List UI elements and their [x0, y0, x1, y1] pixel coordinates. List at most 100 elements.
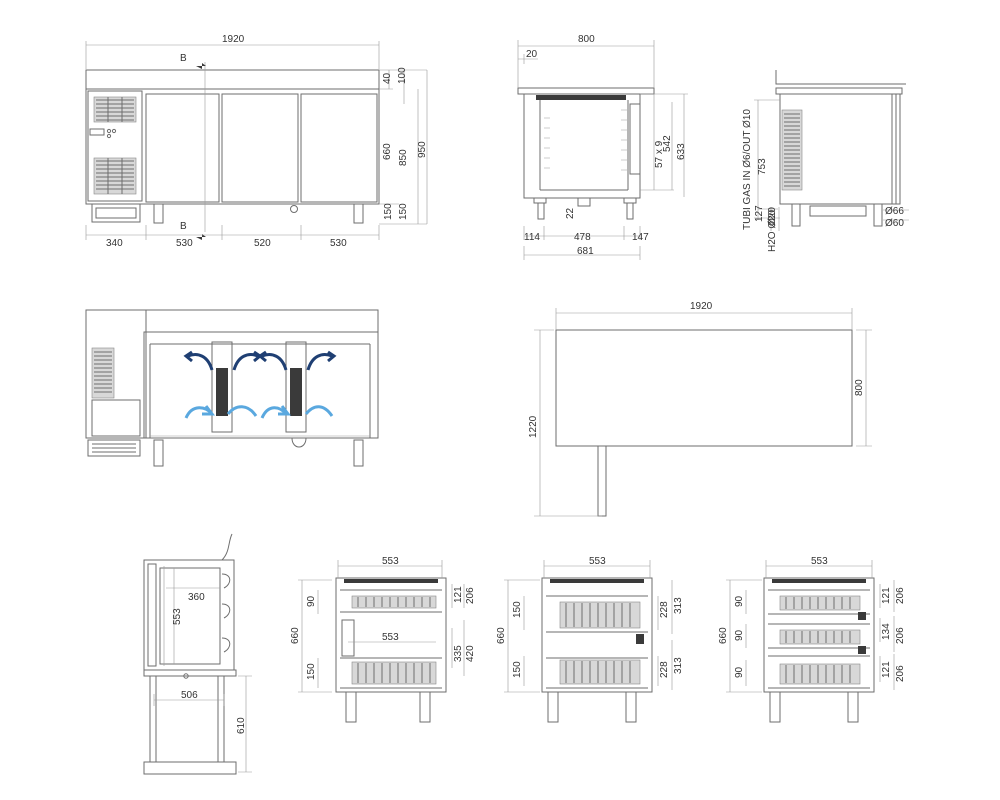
dim-340: 340	[106, 238, 123, 249]
front-ventilation-grille-upper	[93, 96, 137, 123]
compressor-drawer	[91, 203, 141, 223]
dim-127: 127	[754, 205, 765, 222]
dim-57x9: 57 x 9	[654, 140, 665, 168]
dim-s2-150b: 150	[512, 661, 523, 678]
water-dia: Ø20	[767, 207, 778, 226]
cold-air-return-arrows	[184, 405, 334, 419]
plan-view: 1920 800 1220	[528, 301, 872, 517]
dim-s3-206c: 206	[895, 665, 906, 682]
gas-pipes-note: TUBI GAS IN Ø6/OUT Ø10	[742, 109, 753, 230]
water-note: H2O Ø20	[767, 209, 778, 252]
dim-s3-90a: 90	[734, 595, 745, 607]
dim-s2-313a: 313	[673, 597, 684, 614]
dim-plan-width: 1920	[690, 301, 713, 312]
evaporator	[550, 579, 644, 583]
dim-s1-206: 206	[465, 587, 476, 604]
dim-s1-335: 335	[453, 645, 464, 662]
leg	[537, 202, 545, 220]
rear-piping-view: 753 TUBI GAS IN Ø6/OUT Ø10 127 H2O Ø20 Ø…	[742, 70, 909, 252]
dim-s2-150a: 150	[512, 601, 523, 618]
leg	[791, 203, 801, 227]
leg	[625, 691, 637, 723]
dim-s3-90b: 90	[734, 629, 745, 641]
door-1	[145, 93, 220, 203]
leg	[547, 691, 559, 723]
dim-s3-134: 134	[881, 623, 892, 640]
cold-air-supply-arrows	[183, 350, 337, 371]
front-elevation-view: B B 1920 340 530 520 530 40 100 660 850 …	[85, 34, 428, 249]
drawer-basket-upper	[559, 601, 641, 629]
dim-plan-depth: 800	[854, 379, 865, 396]
drawer-basket-top	[779, 595, 861, 611]
section-mark-top: B	[180, 53, 187, 64]
drawer-basket-lower	[351, 661, 437, 685]
dim-s2-228b: 228	[659, 661, 670, 678]
leg	[353, 439, 364, 467]
leg	[626, 202, 634, 220]
drawer-section-3: 553 660 90 90 90 121 206 134 206 121 206	[718, 556, 906, 723]
dim-s2-660: 660	[496, 627, 507, 644]
dim-side-offset: 20	[526, 49, 538, 60]
dim-s3-top-w: 553	[811, 556, 828, 567]
leg	[353, 203, 364, 224]
dim-base-w: 506	[181, 690, 198, 701]
dim-s3-90c: 90	[734, 666, 745, 678]
dim-s1-mid-w: 553	[382, 632, 399, 643]
leg	[153, 203, 164, 224]
dim-leg-22: 22	[565, 207, 576, 219]
dim-850: 850	[398, 149, 409, 166]
dim-front-width: 1920	[222, 34, 245, 45]
drawer-basket-upper	[351, 595, 437, 609]
evaporator	[536, 95, 626, 100]
dim-s1-90: 90	[306, 595, 317, 607]
dim-950: 950	[417, 141, 428, 158]
leg	[153, 439, 164, 467]
dim-542: 542	[662, 135, 673, 152]
dim-753: 753	[757, 158, 768, 175]
evaporator	[772, 579, 866, 583]
dim-150: 150	[383, 203, 394, 220]
dim-633: 633	[676, 143, 687, 160]
drawer-section-2: 553 660 150 150 228 313 228 313	[496, 556, 684, 723]
leg	[847, 691, 859, 723]
side-section-view: 800 20 57 x 9 542 633 22 114 478 147 681	[517, 34, 688, 260]
leg	[769, 691, 781, 723]
dim-40: 40	[382, 72, 393, 84]
rear-ventilation-grille	[781, 109, 803, 191]
control-display	[89, 128, 105, 136]
dim-s3-206b: 206	[895, 627, 906, 644]
leg	[873, 203, 883, 227]
drawer-section-1: 553 553 660 90 150 121 206 335 420	[290, 556, 476, 723]
dim-478: 478	[574, 232, 591, 243]
dim-660: 660	[382, 143, 393, 160]
dim-s2-313b: 313	[673, 657, 684, 674]
section-mark-bottom: B	[180, 221, 187, 232]
dim-s1-420: 420	[465, 645, 476, 662]
drawer-basket-middle	[779, 629, 861, 645]
section-ventilation-grille	[91, 347, 115, 399]
dim-s1-top-w: 553	[382, 556, 399, 567]
door-3	[300, 93, 378, 203]
dim-530a: 530	[176, 238, 193, 249]
dim-114: 114	[524, 232, 540, 243]
dim-s3-121a: 121	[881, 587, 892, 604]
evaporator	[344, 579, 438, 583]
dim-leg-h: 610	[236, 717, 247, 734]
dim-520: 520	[254, 238, 271, 249]
door-2	[221, 93, 299, 203]
dim-150b: 150	[398, 203, 409, 220]
dim-147: 147	[632, 232, 649, 243]
dim-side-width: 800	[578, 34, 595, 45]
evaporator-left	[216, 368, 228, 416]
dim-s2-228a: 228	[659, 601, 670, 618]
dim-s3-206a: 206	[895, 587, 906, 604]
airflow-section-view	[85, 309, 379, 467]
dim-s3-660: 660	[718, 627, 729, 644]
dim-681: 681	[577, 246, 594, 257]
evaporator-right	[290, 368, 302, 416]
dim-100: 100	[397, 67, 408, 84]
dim-s1-150: 150	[306, 663, 317, 680]
compressor-drawer	[809, 205, 867, 217]
dia-66: Ø66	[885, 206, 904, 217]
